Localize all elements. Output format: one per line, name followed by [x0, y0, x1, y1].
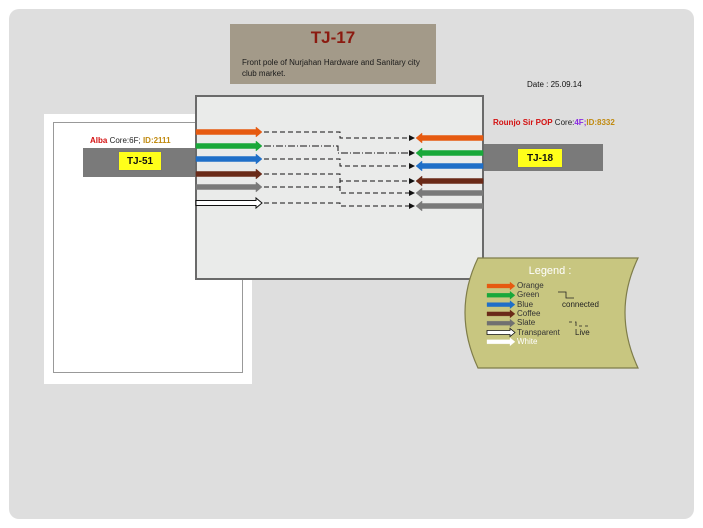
right-joint-name: Rounjo Sir POP — [493, 118, 553, 127]
splice-connection — [264, 131, 415, 141]
left-joint-id: ID:2111 — [142, 136, 171, 145]
left-joint-name: Alba — [90, 136, 108, 145]
left-core-5 — [195, 181, 263, 193]
right-joint-label: Rounjo Sir POP Core:4F;ID:8332 — [493, 118, 615, 127]
right-core-2 — [415, 147, 484, 159]
legend-swatch-orange — [486, 281, 516, 291]
legend-swatch-coffee — [486, 309, 516, 319]
right-joint-core: Core: — [554, 118, 575, 127]
legend-swatch-blue — [486, 300, 516, 309]
legend-label-transparent: Transparent — [517, 327, 560, 337]
left-joint-label: Alba Core:6F; ID:2111 — [90, 136, 171, 145]
title-box: TJ-17 Front pole of Nurjahan Hardware an… — [230, 24, 436, 84]
page-title: TJ-17 — [310, 28, 356, 47]
right-joint-id: ID:8332 — [586, 118, 615, 127]
legend-connected-label: connected — [562, 300, 599, 309]
left-core-6 — [195, 196, 263, 210]
location-text: Front pole of Nurjahan Hardware and Sani… — [242, 58, 420, 78]
legend-label-slate: Slate — [517, 318, 536, 328]
left-joint-core: Core:6F; — [109, 136, 141, 145]
legend-live-label: Live — [575, 328, 590, 337]
splice-connection — [264, 145, 415, 156]
left-core-4 — [195, 168, 263, 180]
connected-symbol-icon — [558, 291, 574, 299]
splice-connection — [264, 158, 415, 169]
legend-swatch-green — [486, 290, 516, 300]
legend-swatch-white — [486, 337, 516, 347]
splice-connection — [264, 173, 415, 196]
right-core-6 — [415, 200, 484, 212]
splice-connection — [264, 178, 415, 188]
legend-label-orange: Orange — [517, 281, 544, 290]
right-core-4 — [415, 175, 484, 187]
legend-swatch-transparent — [486, 327, 516, 338]
right-core-3 — [415, 160, 484, 172]
right-joint-tag: TJ-18 — [517, 148, 563, 168]
splice-connection — [264, 202, 415, 209]
left-joint-tag: TJ-51 — [118, 151, 162, 171]
legend-swatch-slate — [486, 318, 516, 328]
left-core-1 — [195, 126, 263, 138]
right-core-1 — [415, 132, 484, 144]
legend-label-green: Green — [517, 290, 540, 300]
right-joint-core-count: 4F; — [574, 118, 587, 127]
legend-label-blue: Blue — [517, 299, 534, 309]
left-core-2 — [195, 140, 263, 152]
left-core-3 — [195, 153, 263, 165]
legend-label-white: White — [517, 336, 538, 346]
legend-title: Legend : — [528, 265, 572, 277]
live-symbol-icon — [569, 321, 588, 327]
right-core-5 — [415, 187, 484, 199]
date-text: Date : 25.09.14 — [527, 80, 582, 89]
legend-label-coffee: Coffee — [517, 308, 541, 318]
